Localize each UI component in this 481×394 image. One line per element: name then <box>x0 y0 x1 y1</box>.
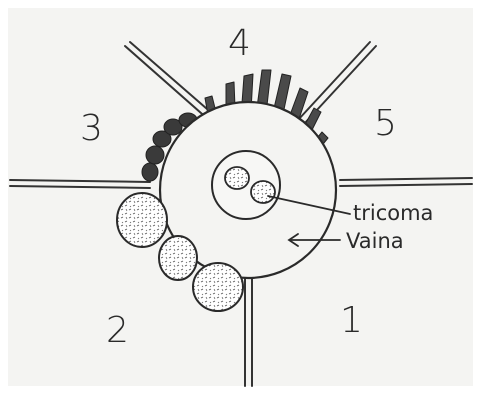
tricoma-label: tricoma <box>353 201 433 225</box>
dark-lobe <box>146 146 164 164</box>
vaina-label: Vaina <box>346 229 404 253</box>
divider-left-horizontal <box>10 180 150 188</box>
region-number-5: 5 <box>374 103 397 144</box>
divider-right-horizontal <box>340 178 472 186</box>
trichome-cell <box>251 181 275 203</box>
external-cell <box>159 236 197 280</box>
external-cell <box>117 193 167 247</box>
divider-upper-right-diagonal <box>298 42 376 124</box>
divider-bottom-vertical <box>245 268 252 386</box>
region-number-3: 3 <box>80 108 103 149</box>
region-number-2: 2 <box>106 310 129 351</box>
region-number-4: 4 <box>228 23 251 64</box>
external-cell <box>193 263 243 311</box>
region-number-1: 1 <box>340 300 363 341</box>
dark-lobe <box>142 163 158 181</box>
trichome-cell <box>225 167 249 189</box>
